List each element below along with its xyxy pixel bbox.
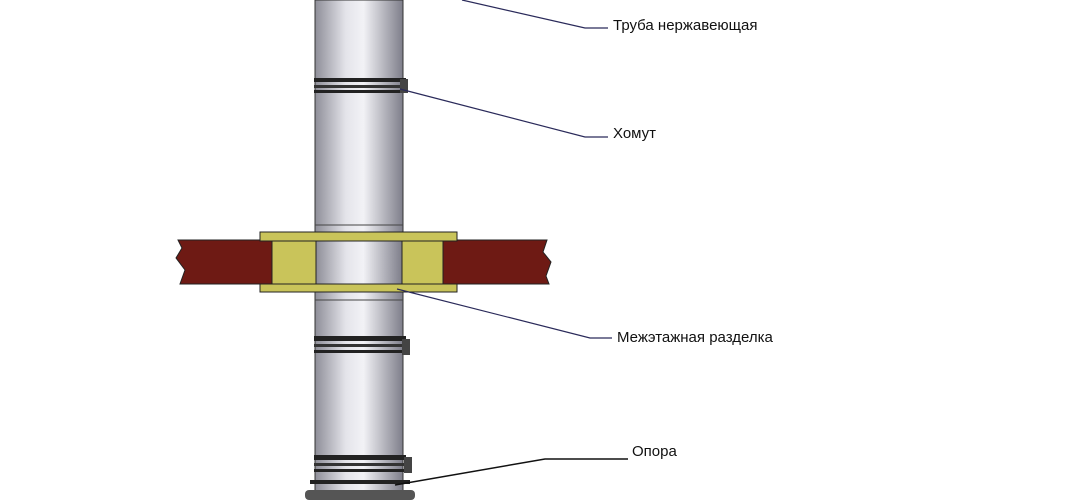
floor-passage <box>175 231 552 293</box>
insulation-left <box>271 240 317 285</box>
clamp-3 <box>314 455 412 473</box>
clamp-2 <box>314 336 410 355</box>
leader-pipe <box>461 0 608 29</box>
support-bracket <box>305 480 415 500</box>
top-plate <box>259 231 458 242</box>
leader-clamp <box>399 88 608 138</box>
label-floor-passage: Межэтажная разделка <box>617 329 773 346</box>
leader-support <box>394 458 628 486</box>
label-clamp: Хомут <box>613 125 657 142</box>
insulation-right <box>401 240 444 285</box>
leader-floor-passage <box>396 288 612 339</box>
clamp-1 <box>314 78 408 93</box>
bottom-plate <box>259 283 458 293</box>
floor-wood-left <box>175 239 273 285</box>
label-pipe: Труба нержавеющая <box>613 17 758 34</box>
floor-wood-right <box>442 239 552 285</box>
label-support: Опора <box>632 443 677 460</box>
